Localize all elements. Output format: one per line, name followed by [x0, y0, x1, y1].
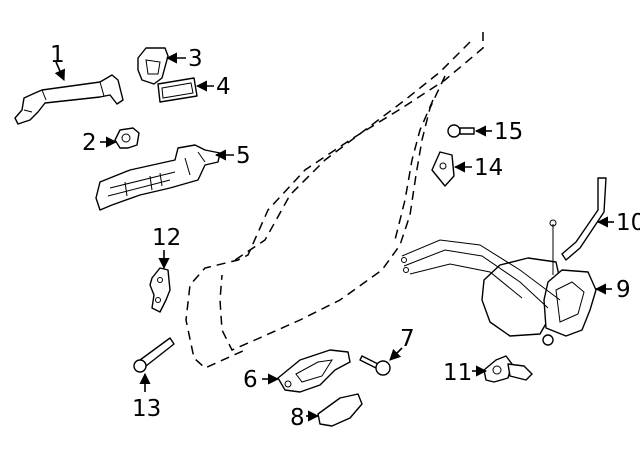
- callout-4: 4: [216, 74, 231, 100]
- callout-3: 3: [188, 46, 203, 72]
- striker-screw: [447, 124, 475, 138]
- handle-frame: [95, 144, 221, 211]
- lock-rod: [561, 177, 607, 261]
- door-check: [133, 337, 175, 373]
- callout-9: 9: [616, 277, 631, 303]
- callout-1: 1: [50, 42, 65, 68]
- handle-cap: [114, 127, 140, 149]
- callout-5: 5: [236, 143, 251, 169]
- callout-13: 13: [132, 396, 161, 422]
- callout-14: 14: [474, 155, 503, 181]
- callout-6: 6: [243, 367, 258, 393]
- callout-15: 15: [494, 119, 523, 145]
- callout-12: 12: [152, 225, 181, 251]
- callout-7: 7: [400, 326, 415, 352]
- callout-7-leader: [389, 347, 403, 361]
- handle-bracket: [137, 47, 169, 85]
- callout-2: 2: [82, 130, 97, 156]
- callout-1-leader: [54, 61, 66, 82]
- callout-10: 10: [616, 210, 640, 236]
- outside-door-handle: [14, 74, 124, 125]
- callout-8: 8: [290, 405, 305, 431]
- door-frame-outline: [185, 32, 484, 369]
- callout-11: 11: [443, 360, 472, 386]
- door-latch-assembly: [401, 219, 597, 346]
- door-striker: [431, 151, 455, 187]
- lock-cylinder: [483, 355, 533, 383]
- handle-gasket: [157, 77, 198, 103]
- inside-door-handle: [277, 349, 351, 393]
- check-bracket: [149, 267, 171, 313]
- handle-bezel: [317, 393, 363, 427]
- lock-bolt: [359, 355, 391, 376]
